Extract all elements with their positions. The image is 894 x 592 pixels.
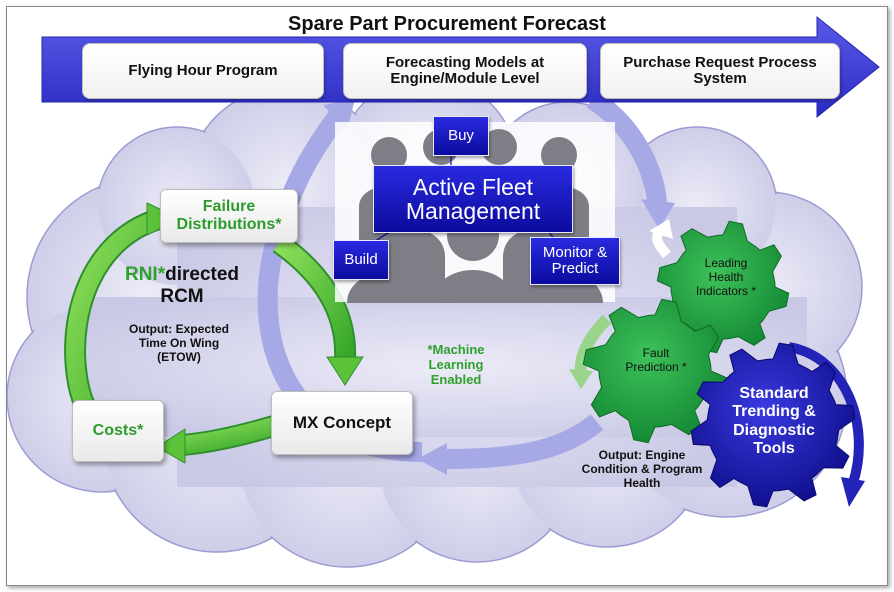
machine-learning-note: *Machine Learning Enabled (427, 342, 485, 387)
costs-box: Costs* (72, 400, 164, 462)
standard-trending-gear-shape (690, 342, 856, 508)
rcm-title-line2: RCM (160, 285, 204, 307)
diagram-frame: Spare Part Procurement Forecast Flying H… (6, 6, 888, 586)
leading-health-gear-shape (656, 220, 790, 354)
rcm-output-text: Output: Expected Time On Wing (ETOW) (128, 322, 229, 364)
leading-health-label: Leading Health Indicators * (695, 256, 757, 298)
standard-trending-label: Standard Trending & Diagnostic Tools (732, 385, 816, 458)
fleet-center-box: Active Fleet Management (373, 165, 573, 233)
fleet-build-box: Build (333, 240, 389, 280)
mx-concept-box: MX Concept (271, 391, 413, 455)
health-output-text: Output: Engine Condition & Program Healt… (581, 448, 703, 490)
rcm-title-prefix: RNI* (124, 264, 166, 285)
fleet-monitor-box: Monitor & Predict (530, 237, 620, 285)
banner-step-flying-hour: Flying Hour Program (82, 43, 324, 99)
failure-distributions-box: Failure Distributions* (160, 189, 298, 243)
gear-cycle-arrows (569, 219, 865, 507)
page-title: Spare Part Procurement Forecast (288, 13, 606, 35)
diagram-canvas (7, 15, 880, 568)
gears (582, 220, 856, 508)
banner-step-forecasting-models: Forecasting Models at Engine/Module Leve… (343, 43, 587, 99)
rcm-title-rest: directed (165, 264, 240, 285)
banner-step-purchase-request: Purchase Request Process System (600, 43, 840, 99)
fault-prediction-label: Fault Prediction * (625, 346, 687, 374)
rcm-title: RNI*directed RCM (112, 264, 252, 308)
fleet-buy-box: Buy (433, 116, 489, 156)
fault-prediction-gear-shape (582, 298, 728, 444)
